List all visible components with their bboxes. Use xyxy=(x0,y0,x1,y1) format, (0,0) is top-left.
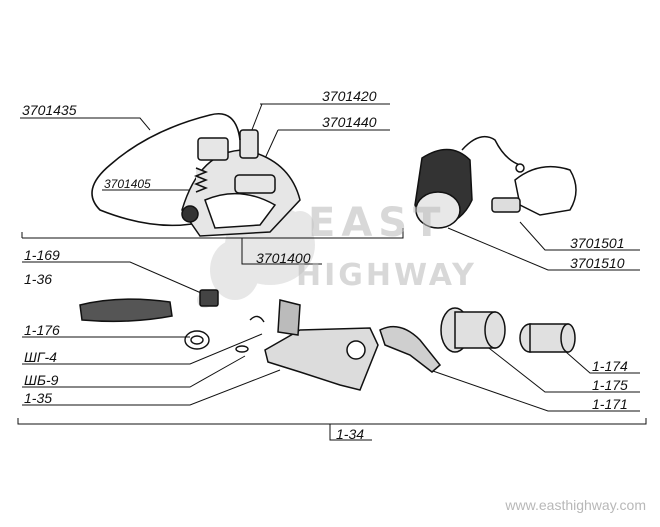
condenser-clamp xyxy=(491,165,577,216)
label-3701405: 3701405 xyxy=(104,177,151,191)
screw-1-169 xyxy=(199,289,219,307)
primary-wire xyxy=(91,113,241,227)
leader-3701435 xyxy=(20,117,151,131)
label-1-176: 1-176 xyxy=(24,322,60,338)
label-3701435: 3701435 xyxy=(22,102,77,118)
leader-3701501 xyxy=(519,221,640,251)
label-3701440: 3701440 xyxy=(322,114,377,130)
bushing-1-175 xyxy=(440,307,506,353)
watermark-text-east: EAST xyxy=(308,200,447,246)
flat-washer xyxy=(235,345,249,353)
label-1-169: 1-169 xyxy=(24,247,60,263)
leader-1-175 xyxy=(484,344,640,393)
watermark-text-highway: HIGHWAY xyxy=(296,258,477,293)
leader-ШГ-4 xyxy=(22,333,263,365)
leader-ШБ-9 xyxy=(22,355,246,388)
label-shb-9: ШБ-9 xyxy=(24,372,59,388)
label-3701510: 3701510 xyxy=(570,255,625,271)
leader-3701440 xyxy=(261,129,390,166)
bushing-1-174 xyxy=(519,323,576,353)
condenser xyxy=(414,135,525,229)
bracket-3701400 xyxy=(21,228,404,265)
breaker-plate-assembly xyxy=(181,129,301,237)
leader-1-35 xyxy=(22,369,281,406)
leader-1-169 xyxy=(22,261,209,297)
label-1-34: 1-34 xyxy=(336,426,365,442)
label-3701400: 3701400 xyxy=(256,250,311,266)
label-1-174: 1-174 xyxy=(592,358,628,374)
label-3701501: 3701501 xyxy=(570,235,625,251)
leader-1-174 xyxy=(557,344,640,374)
label-1-36: 1-36 xyxy=(24,271,53,287)
label-1-175: 1-175 xyxy=(592,377,628,393)
lock-washer xyxy=(184,330,210,350)
label-1-35: 1-35 xyxy=(24,390,53,406)
cam-felt xyxy=(79,298,173,323)
label-3701420: 3701420 xyxy=(322,88,377,104)
bracket-1-34 xyxy=(17,418,647,441)
leader-1-171 xyxy=(429,369,640,412)
spring-washer xyxy=(249,315,265,323)
breaker-arm xyxy=(379,325,442,373)
moving-plate xyxy=(264,299,379,391)
label-shg-4: ШГ-4 xyxy=(24,349,57,365)
watermark-url: www.easthighway.com xyxy=(505,497,646,513)
leader-3701510 xyxy=(447,227,640,271)
label-1-171: 1-171 xyxy=(592,396,628,412)
